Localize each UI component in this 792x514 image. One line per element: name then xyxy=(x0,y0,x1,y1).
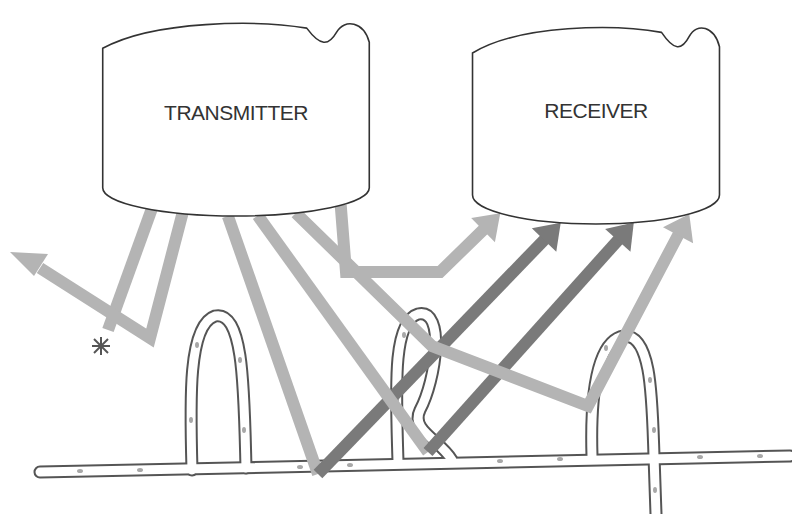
transmitter-probe: TRANSMITTER xyxy=(100,16,372,218)
light-path-arrow xyxy=(228,216,561,474)
probe-label: TRANSMITTER xyxy=(100,101,372,125)
arrowhead xyxy=(10,252,48,276)
scattered-light xyxy=(40,200,186,338)
light-path-arrow xyxy=(258,216,634,452)
receiver-probe: RECEIVER xyxy=(470,20,722,226)
absorption-star xyxy=(92,337,110,355)
probe-label: RECEIVER xyxy=(470,99,722,123)
light-path-arrow xyxy=(296,213,693,406)
cylinder-outline xyxy=(470,20,722,226)
light-path-arrow xyxy=(341,205,501,272)
